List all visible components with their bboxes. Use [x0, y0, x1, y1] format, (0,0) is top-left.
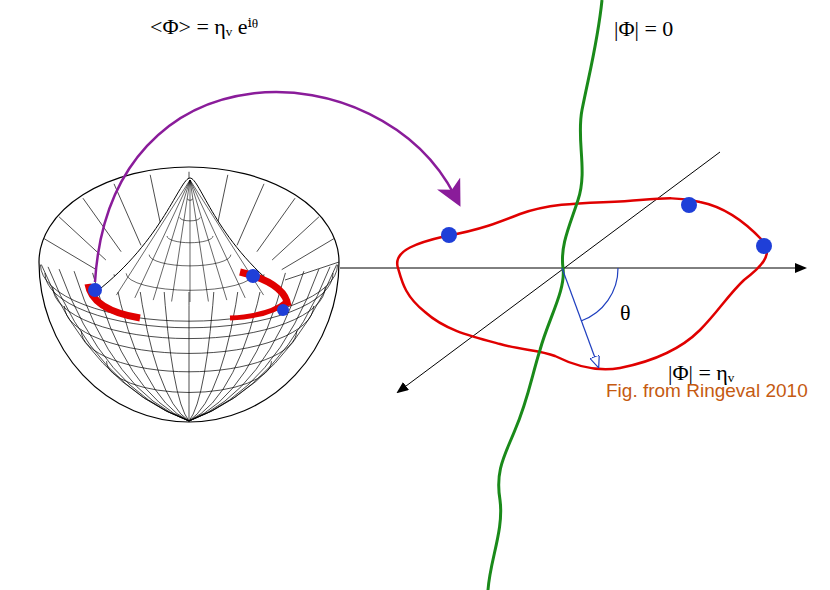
vacuum-loop	[397, 198, 767, 369]
radius-vector	[562, 268, 598, 366]
angle-arc	[581, 268, 618, 321]
figure-source: Fig. from Ringeval 2010	[606, 380, 826, 402]
field-expression: <Φ> = ηᵥ eⁱᶿ	[150, 14, 258, 39]
string-core-label: |Φ| = 0	[614, 16, 673, 41]
angle-label: θ	[620, 300, 631, 325]
string-core	[488, 0, 602, 590]
real-axis	[340, 268, 805, 269]
mexican-hat-potential	[39, 167, 339, 422]
imaginary-axis	[398, 152, 720, 392]
